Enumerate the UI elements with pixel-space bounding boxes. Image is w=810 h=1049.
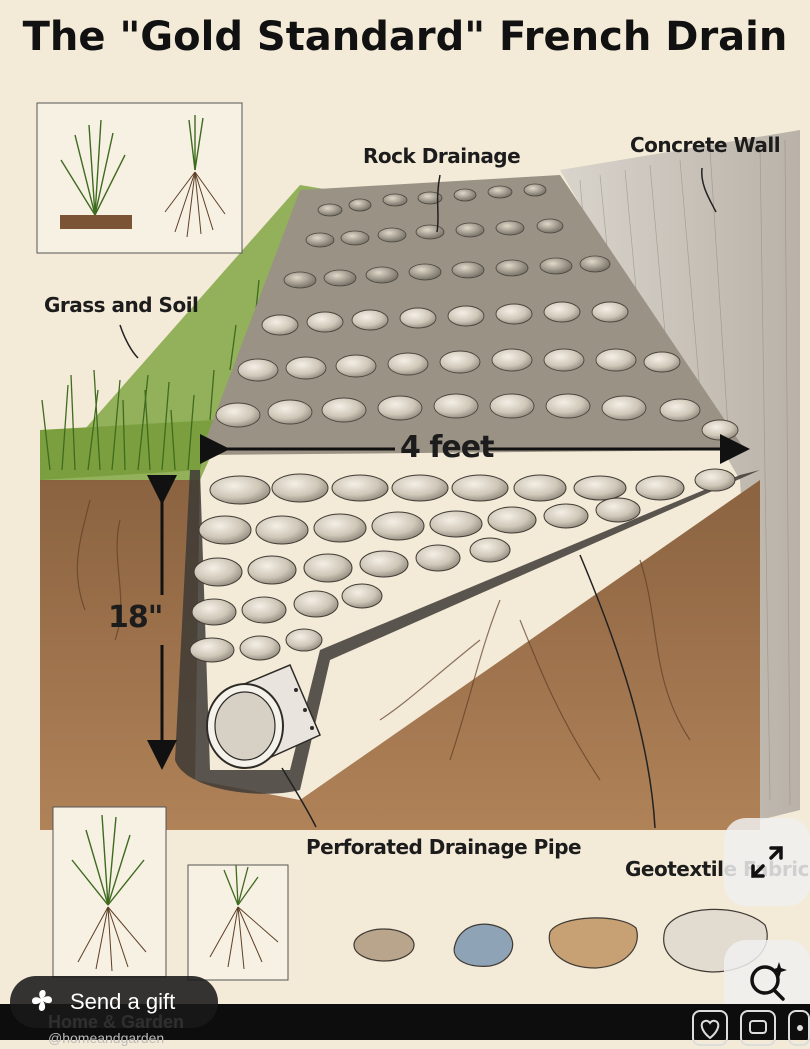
expand-button[interactable] bbox=[724, 818, 810, 906]
label-concrete-wall: Concrete Wall bbox=[630, 133, 781, 157]
comment-icon bbox=[749, 1020, 767, 1034]
label-depth: 18" bbox=[108, 600, 163, 635]
comment-button[interactable] bbox=[740, 1010, 776, 1046]
inset-plant-bottom-left bbox=[52, 806, 167, 978]
share-button[interactable] bbox=[788, 1010, 810, 1046]
label-rock-drainage: Rock Drainage bbox=[363, 144, 521, 168]
sparkle-search-icon bbox=[750, 962, 787, 1001]
inset-plant-top bbox=[36, 102, 243, 254]
rock-bed bbox=[200, 175, 745, 455]
share-icon bbox=[797, 1025, 803, 1031]
perforated-pipe bbox=[206, 664, 321, 769]
inset-plant-bottom-right bbox=[187, 864, 289, 981]
account-handle[interactable]: @homeandgarden bbox=[48, 1030, 165, 1046]
poster-title: The "Gold Standard" French Drain bbox=[22, 14, 788, 60]
send-gift-label: Send a gift bbox=[70, 989, 176, 1014]
heart-icon bbox=[700, 1019, 720, 1040]
sample-stones bbox=[353, 908, 768, 973]
label-grass-and-soil: Grass and Soil bbox=[44, 293, 199, 317]
callout-lines bbox=[119, 167, 717, 829]
rock-cross-section bbox=[189, 468, 736, 663]
like-button[interactable] bbox=[692, 1010, 728, 1046]
send-gift-button[interactable]: Send a gift bbox=[10, 976, 218, 1028]
grass-strip bbox=[40, 185, 330, 480]
expand-icon bbox=[751, 846, 783, 878]
gift-icon bbox=[32, 990, 52, 1011]
label-perforated-pipe: Perforated Drainage Pipe bbox=[306, 835, 582, 859]
label-width: 4 feet bbox=[400, 430, 494, 465]
soil-cross-section bbox=[40, 470, 760, 830]
